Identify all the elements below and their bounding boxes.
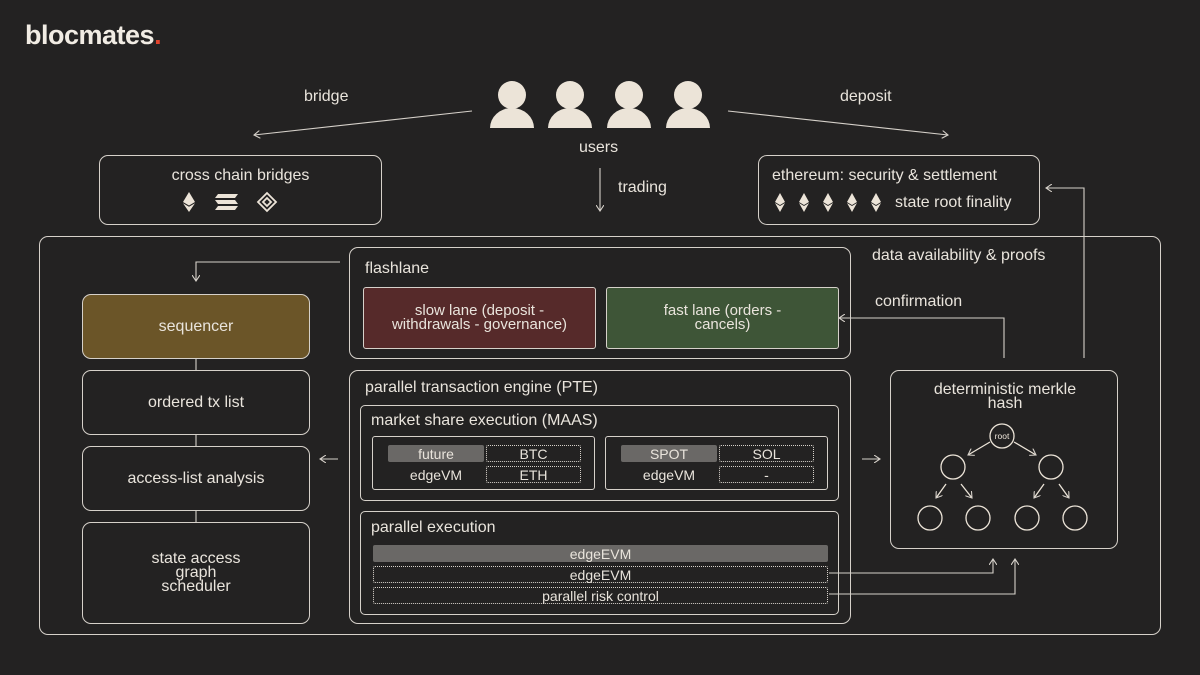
- spot-group: SPOT SOL edgeVM -: [605, 436, 828, 490]
- ethereum-diamonds: [775, 193, 881, 212]
- dash-chip: -: [719, 466, 814, 483]
- bnb-icon: [256, 191, 278, 213]
- merkle-tree: [917, 423, 1088, 531]
- merkle-leaf-node: [965, 505, 991, 531]
- flashlane-title: flashlane: [365, 260, 430, 277]
- maas-title: market share execution (MAAS): [371, 412, 598, 429]
- sol-chip: SOL: [719, 445, 814, 462]
- ethereum-icon: [823, 193, 833, 212]
- pte-title: parallel transaction engine (PTE): [365, 379, 599, 396]
- bridges-icons: [183, 191, 278, 213]
- flashlane-to-sequencer-arrow: [196, 261, 340, 281]
- ethereum-icon: [847, 193, 857, 212]
- parallel-execution-title: parallel execution: [371, 519, 496, 536]
- future-group: future BTC edgeVM ETH: [372, 436, 595, 490]
- confirmation-arrow: [839, 318, 1005, 358]
- btc-chip: BTC: [486, 445, 581, 462]
- brand-dot: .: [154, 20, 162, 50]
- edgeevm-to-merkle-arrow: [829, 559, 993, 574]
- deposit-arrow: [727, 110, 948, 135]
- merkle-node: [1038, 454, 1064, 480]
- parallel-execution-box: parallel execution edgeEVM edgeEVM paral…: [360, 511, 839, 615]
- edgeevm-bar-1: edgeEVM: [373, 545, 828, 562]
- eth-chip: ETH: [486, 466, 581, 483]
- fast-lane-box: fast lane (orders - cancels): [606, 287, 839, 349]
- sequencer-label: sequencer: [158, 317, 234, 335]
- user-icon: [490, 81, 534, 128]
- risk-control-bar: parallel risk control: [373, 587, 828, 604]
- user-icon: [548, 81, 592, 128]
- merkle-leaf-node: [1014, 505, 1040, 531]
- ethereum-icon: [775, 193, 785, 212]
- merkle-node: [940, 454, 966, 480]
- slow-lane-label: slow lane (deposit - withdrawals - gover…: [391, 302, 568, 333]
- brand-name: blocmates: [25, 20, 155, 50]
- confirmation-label: confirmation: [875, 293, 963, 310]
- ordered-tx-box: ordered tx list: [82, 370, 310, 435]
- maas-box: market share execution (MAAS) future BTC…: [360, 405, 839, 501]
- sequencer-box: sequencer: [82, 294, 310, 359]
- spot-edgevm-label: edgeVM: [642, 466, 696, 483]
- user-icon: [666, 81, 710, 128]
- flashlane-box: flashlane slow lane (deposit - withdrawa…: [349, 247, 851, 359]
- bridges-title: cross chain bridges: [171, 167, 310, 184]
- merkle-title: deterministic merkle hash: [933, 381, 1077, 412]
- scheduler-label: state access graph scheduler: [151, 550, 241, 595]
- ethereum-subtitle: state root finality: [895, 194, 1012, 211]
- access-list-label: access-list analysis: [127, 469, 265, 487]
- edgeevm-bar-2: edgeEVM: [373, 566, 828, 583]
- risk-to-merkle-arrow: [829, 559, 1015, 595]
- merkle-leaf-node: [1062, 505, 1088, 531]
- ordered-tx-label: ordered tx list: [147, 393, 245, 411]
- solana-icon: [215, 194, 238, 210]
- merkle-root-label: root: [995, 431, 1010, 441]
- spot-tag: SPOT: [621, 445, 717, 462]
- bridge-arrow: [254, 110, 473, 135]
- outer-container: [39, 236, 1161, 635]
- fast-lane-label: fast lane (orders - cancels): [663, 302, 782, 333]
- future-edgevm-label: edgeVM: [409, 466, 463, 483]
- merkle-leaf-node: [917, 505, 943, 531]
- bridge-label: bridge: [304, 88, 349, 105]
- ethereum-icon: [799, 193, 809, 212]
- users-icon-group: [490, 81, 710, 128]
- data-availability-label: data availability & proofs: [872, 247, 1046, 264]
- users-label: users: [579, 139, 619, 156]
- ethereum-box: ethereum: security & settlement state ro…: [758, 155, 1040, 225]
- merkle-box: deterministic merkle hash: [890, 370, 1118, 549]
- ethereum-icon: [871, 193, 881, 212]
- future-tag: future: [388, 445, 484, 462]
- ethereum-title: ethereum: security & settlement: [772, 167, 997, 184]
- bridges-box: cross chain bridges: [99, 155, 382, 225]
- slow-lane-box: slow lane (deposit - withdrawals - gover…: [363, 287, 596, 349]
- pte-box: parallel transaction engine (PTE) market…: [349, 370, 851, 624]
- deposit-label: deposit: [840, 88, 892, 105]
- access-list-box: access-list analysis: [82, 446, 310, 511]
- brand-logo: blocmates.: [25, 20, 162, 51]
- scheduler-box: state access graph scheduler: [82, 522, 310, 624]
- trading-label: trading: [618, 179, 667, 196]
- merkle-root-node: [989, 423, 1015, 449]
- user-icon: [607, 81, 651, 128]
- proofs-arrow: [1046, 188, 1085, 358]
- ethereum-icon: [183, 192, 195, 212]
